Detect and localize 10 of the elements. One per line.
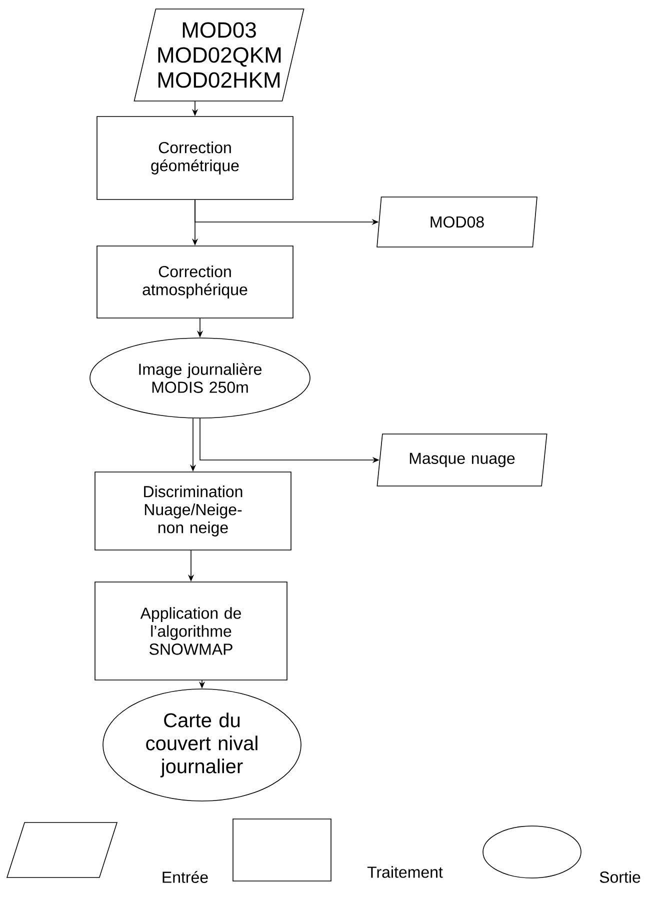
process-box: Application de l’algorithme SNOWMAP [94, 582, 288, 680]
process-box: Correction atmosphérique [96, 246, 294, 318]
legend-label: Traitement [367, 866, 443, 878]
input-parallelogram: MOD03 MOD02QKM MOD02HKM [134, 8, 304, 102]
process-box: Correction géométrique [96, 116, 294, 200]
input-parallelogram: MOD08 [376, 196, 538, 248]
output-parallelogram: Masque nuage [376, 434, 548, 486]
process-box: Discrimination Nuage/Neige-non neige [94, 472, 292, 550]
legend-label: Entrée [162, 871, 208, 883]
legend-label: Sortie [600, 871, 640, 883]
